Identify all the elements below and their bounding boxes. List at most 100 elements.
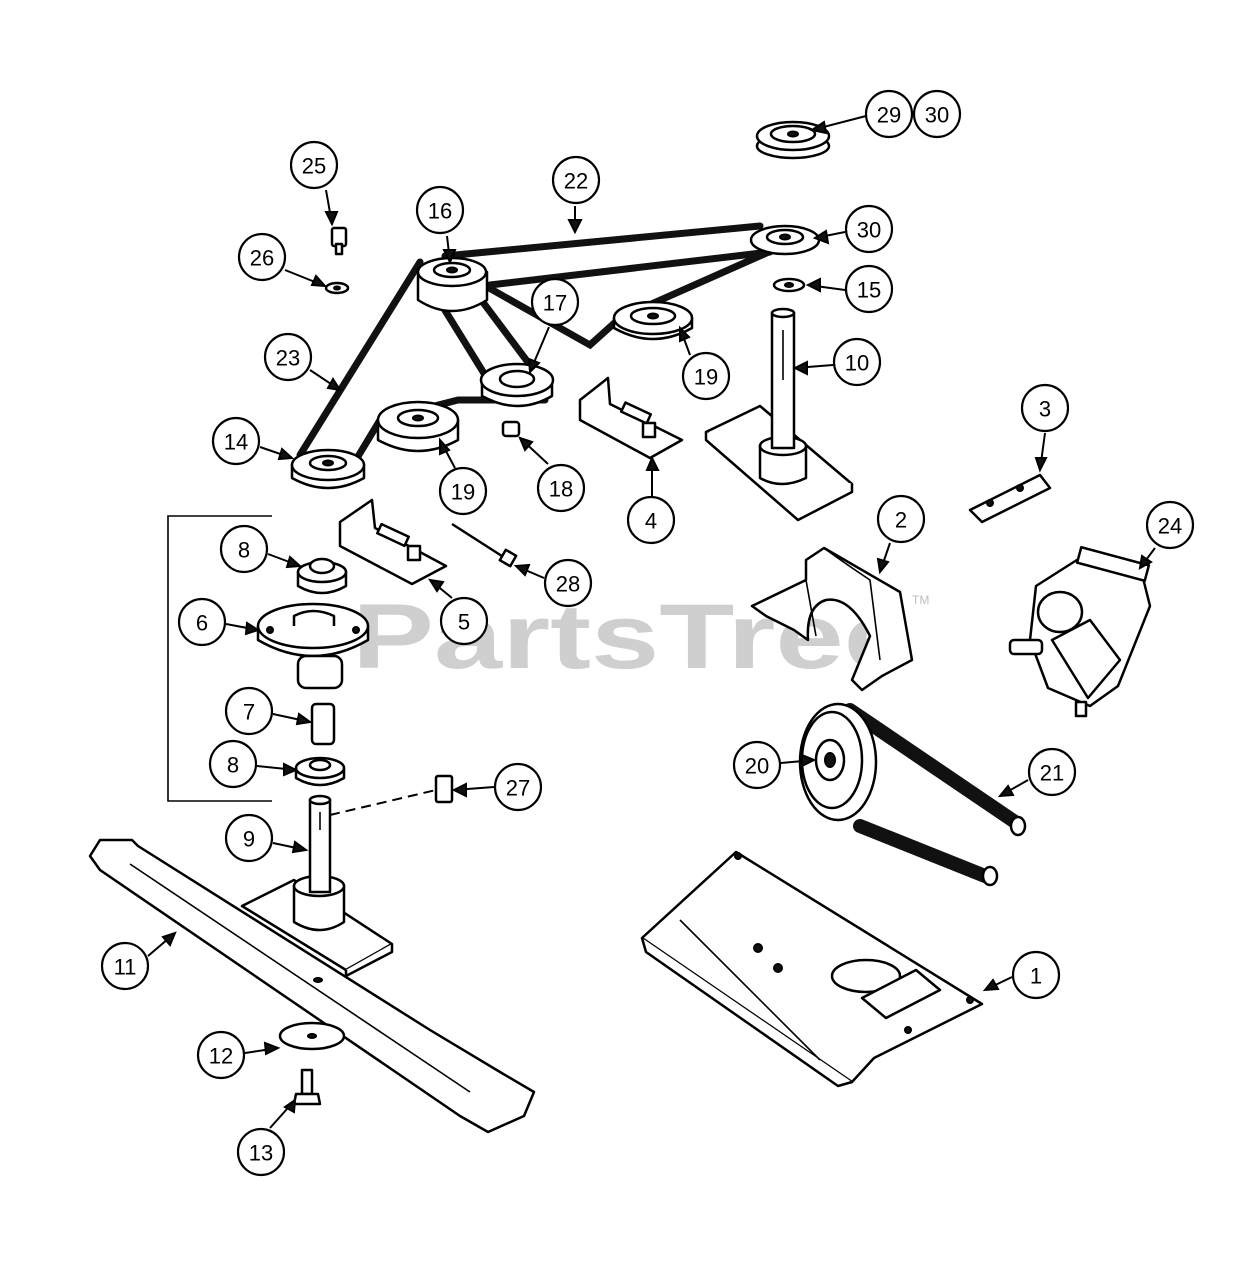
callout-number: 10 xyxy=(845,351,869,376)
callout-circle xyxy=(626,495,676,545)
callout-c11: 11 xyxy=(100,941,150,991)
callout-number: 5 xyxy=(458,610,470,635)
callout-c23: 23 xyxy=(263,332,313,382)
callout-circle xyxy=(100,941,150,991)
bolt-25 xyxy=(330,226,348,256)
callout-number: 19 xyxy=(451,480,475,505)
callout-circle xyxy=(177,597,227,647)
callout-c2: 2 xyxy=(876,494,926,544)
callout-c1: 1 xyxy=(1011,950,1061,1000)
nut-18 xyxy=(501,420,521,438)
callout-c6: 6 xyxy=(177,597,227,647)
callout-circle xyxy=(1027,747,1077,797)
callout-circle xyxy=(289,140,339,190)
callout-circle xyxy=(263,332,313,382)
callout-c15: 15 xyxy=(844,264,894,314)
callout-number: 30 xyxy=(925,103,949,128)
pulley-14 xyxy=(290,448,366,490)
callout-number: 9 xyxy=(243,827,255,852)
callout-c22: 22 xyxy=(551,155,601,205)
bolt-28 xyxy=(451,522,518,568)
callout-circle xyxy=(536,463,586,513)
callout-c8a: 8 xyxy=(219,524,269,574)
callout-circle xyxy=(844,264,894,314)
callout-number: 21 xyxy=(1040,761,1064,786)
leader-arrowheads xyxy=(161,120,1153,1114)
washer-26 xyxy=(324,281,350,295)
callout-circle xyxy=(224,813,274,863)
belts-21 xyxy=(843,703,1027,887)
callout-number: 4 xyxy=(645,509,657,534)
callout-c16: 16 xyxy=(415,185,465,235)
callout-number: 11 xyxy=(114,955,137,980)
callout-number: 1 xyxy=(1030,964,1042,989)
shaft-mount-10 xyxy=(704,307,854,522)
callout-number: 3 xyxy=(1039,397,1051,422)
callout-circle xyxy=(236,1127,286,1177)
callout-number: 12 xyxy=(209,1044,233,1069)
pulley-30 xyxy=(749,224,821,256)
callout-number: 19 xyxy=(694,365,718,390)
callout-c14: 14 xyxy=(211,416,261,466)
callout-number: 8 xyxy=(238,538,250,563)
callout-circle xyxy=(493,762,543,812)
gearbox-24 xyxy=(1008,545,1152,718)
washer-12 xyxy=(278,1021,346,1051)
callout-number: 23 xyxy=(276,346,300,371)
bearing-8-top xyxy=(296,557,348,595)
callout-c29: 29 xyxy=(864,89,914,139)
pulley-17 xyxy=(479,362,555,408)
pulley-16 xyxy=(416,256,489,313)
callout-number: 29 xyxy=(877,103,901,128)
callout-c9: 9 xyxy=(224,813,274,863)
callout-number: 24 xyxy=(1158,514,1182,539)
callout-number: 27 xyxy=(506,776,530,801)
callout-c4: 4 xyxy=(626,495,676,545)
pulley-20 xyxy=(798,702,878,822)
bearing-8-bottom xyxy=(294,756,346,787)
callout-number: 18 xyxy=(549,477,573,502)
callout-circle xyxy=(196,1030,246,1080)
callout-c26: 26 xyxy=(237,232,287,282)
callout-circle xyxy=(211,416,261,466)
callout-number: 30 xyxy=(857,218,881,243)
callout-number: 17 xyxy=(543,291,567,316)
callout-number: 6 xyxy=(196,611,208,636)
callout-c3: 3 xyxy=(1020,383,1070,433)
bracket-4 xyxy=(578,376,684,460)
washer-15 xyxy=(772,277,806,293)
callout-c19b: 19 xyxy=(438,466,488,516)
pulley-19-left xyxy=(376,400,460,453)
callout-number: 8 xyxy=(227,753,239,778)
watermark-tm: TM xyxy=(912,593,929,607)
spindle-housing-6 xyxy=(256,602,370,690)
callout-number: 15 xyxy=(857,278,881,303)
spacer-7 xyxy=(310,702,336,746)
bolt-13 xyxy=(292,1068,322,1106)
callout-circle xyxy=(1145,500,1195,550)
guard-2 xyxy=(750,546,914,692)
callout-circle xyxy=(732,740,782,790)
callout-c21: 21 xyxy=(1027,747,1077,797)
callout-number: 22 xyxy=(564,169,588,194)
callout-circle xyxy=(832,337,882,387)
callout-circle xyxy=(224,686,274,736)
callout-circle xyxy=(876,494,926,544)
callout-c20: 20 xyxy=(732,740,782,790)
callout-c30b: 30 xyxy=(844,204,894,254)
callout-number: 2 xyxy=(895,508,907,533)
callout-number: 25 xyxy=(302,154,326,179)
bracket-5 xyxy=(338,498,448,586)
callout-circle xyxy=(208,739,258,789)
callout-c5: 5 xyxy=(439,596,489,646)
callout-circle xyxy=(530,277,580,327)
callout-circle xyxy=(912,89,962,139)
callout-c7: 7 xyxy=(224,686,274,736)
callout-circle xyxy=(415,185,465,235)
callout-circle xyxy=(237,232,287,282)
callout-number: 7 xyxy=(243,700,255,725)
callout-c17: 17 xyxy=(530,277,580,327)
callout-number: 20 xyxy=(745,754,769,779)
